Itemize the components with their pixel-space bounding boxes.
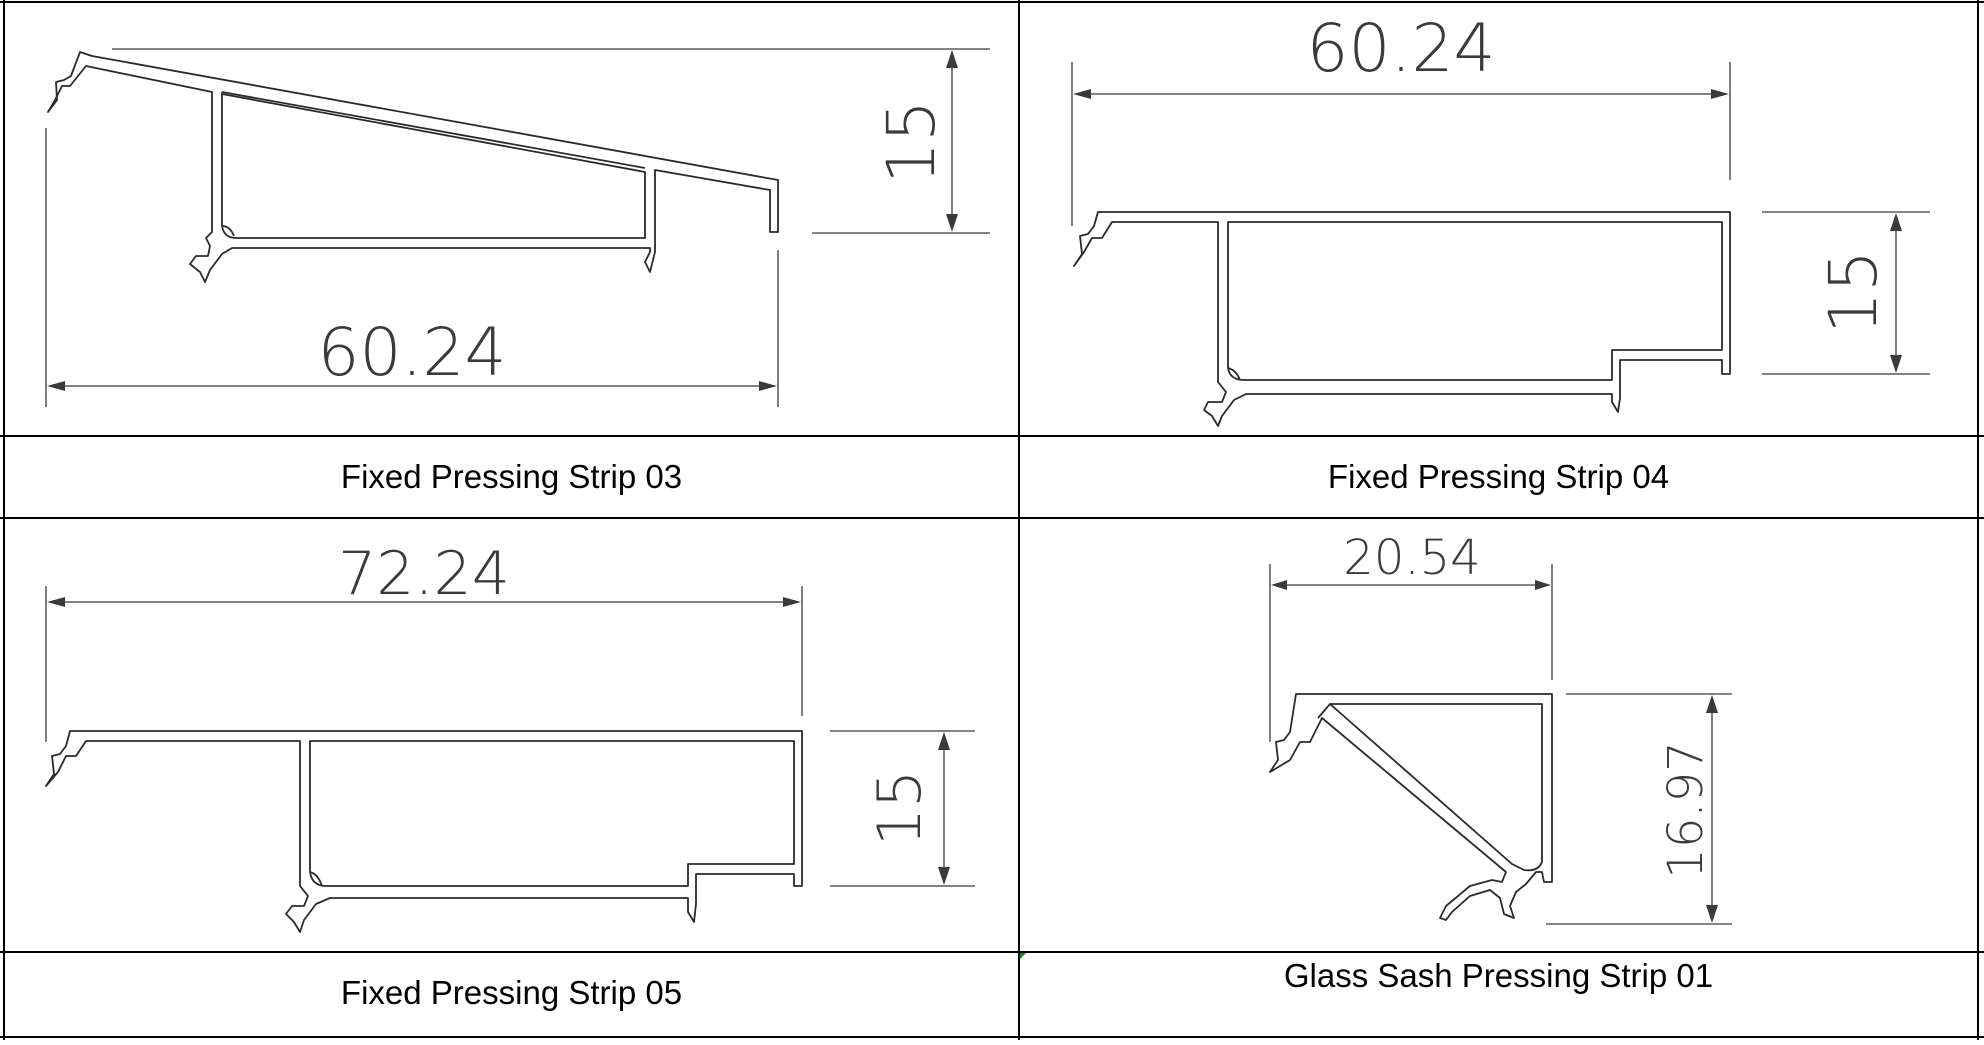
cell-corner-marker	[1020, 953, 1026, 959]
caption-fixed-pressing-strip-03: Fixed Pressing Strip 03	[340, 458, 683, 495]
profile-drawing-strip-03: 60.24 15	[45, 48, 990, 407]
dimension-height-label: 15	[873, 100, 950, 184]
dimension-width-label: 60.24	[318, 314, 507, 391]
dimension-height-label: 15	[1815, 250, 1892, 334]
dimension-height-label: 15	[865, 770, 935, 846]
dimension-width-label: 72.24	[338, 539, 510, 609]
dimension-width-label: 60.24	[1307, 10, 1496, 87]
dimension-height-label: 16.97	[1658, 741, 1714, 878]
profile-drawing-sash-strip-01: 20.54 16.97	[1269, 530, 1732, 925]
caption-fixed-pressing-strip-04: Fixed Pressing Strip 04	[1327, 458, 1670, 495]
dimension-width-label: 20.54	[1343, 530, 1480, 586]
caption-fixed-pressing-strip-05: Fixed Pressing Strip 05	[340, 974, 683, 1011]
caption-glass-sash-pressing-strip-01: Glass Sash Pressing Strip 01	[1283, 957, 1714, 994]
profile-drawing-strip-05: 72.24 15	[45, 539, 975, 933]
profile-drawing-strip-04: 60.24 15	[1071, 10, 1930, 427]
